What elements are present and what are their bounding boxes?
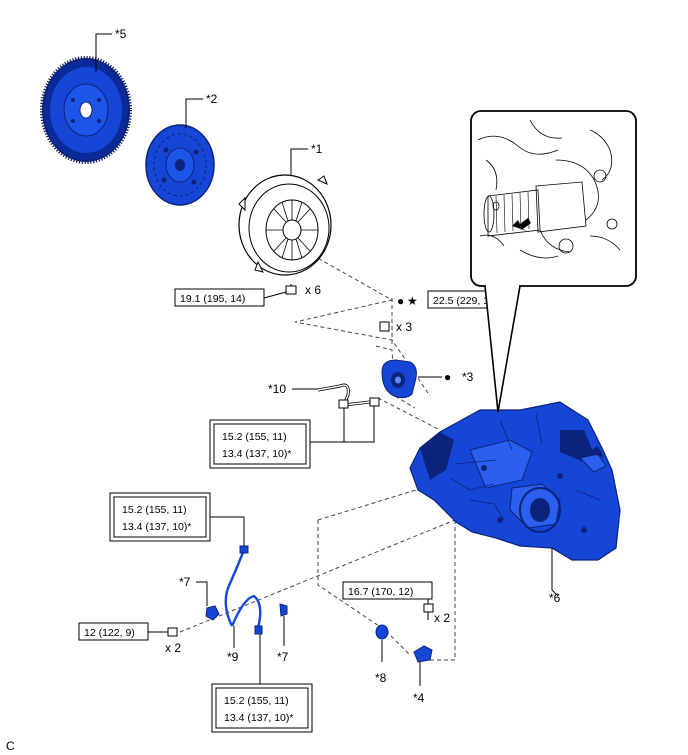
clutch-hose-part [224, 545, 263, 635]
detail-inset [470, 110, 637, 413]
torque-13-4-b: 13.4 (137, 10)* [122, 521, 191, 533]
clamp-part-a [205, 605, 220, 621]
torque-box-16-7 [342, 581, 433, 600]
torque-15-2-a: 15.2 (155, 11) [222, 431, 287, 443]
leader-1 [290, 148, 308, 176]
clutch-cover-part [238, 174, 332, 276]
torque-13-4-c: 13.4 (137, 10)* [224, 712, 293, 724]
figure-code: C [6, 739, 15, 753]
release-bolt [379, 321, 390, 332]
callout-6: *6 [549, 591, 561, 605]
qty-x3: x 3 [396, 320, 412, 334]
leader-torque-a1 [310, 408, 345, 443]
torque-12: 12 (122, 9) [84, 627, 135, 639]
dot-symbol-a: ● [397, 294, 404, 308]
arrow-icon [512, 218, 531, 231]
leader-7a [196, 581, 208, 606]
flywheel-part [40, 56, 132, 164]
clamp-bolt [167, 627, 178, 637]
clamp-part-b [279, 603, 288, 617]
torque-box-b-inner [113, 496, 207, 538]
torque-box-19-1 [174, 288, 265, 307]
callout-1: *1 [311, 142, 323, 156]
torque-15-2-b: 15.2 (155, 11) [122, 504, 187, 516]
torque-box-c-inner [215, 687, 309, 729]
leader-torque-a2 [344, 406, 375, 443]
callout-10: *10 [268, 382, 286, 396]
leader-torque-b [210, 516, 245, 548]
star-symbol: ★ [407, 294, 418, 308]
torque-19-1: 19.1 (195, 14) [180, 293, 245, 305]
qty-x6: x 6 [305, 283, 321, 297]
inset-pointer [484, 285, 521, 413]
qty-x2-left: x 2 [165, 641, 181, 655]
callout-3: *3 [462, 370, 474, 384]
transaxle-part [409, 401, 621, 561]
inset-linework [477, 119, 621, 259]
callout-2: *2 [206, 92, 218, 106]
callout-4: *4 [413, 691, 425, 705]
cover-bolt [285, 284, 297, 295]
callout-8: *8 [375, 671, 387, 685]
callout-7a: *7 [179, 575, 191, 589]
clutch-disc-part [145, 124, 215, 206]
clutch-pipe-part [317, 383, 380, 409]
dot-symbol-b: ● [444, 370, 451, 384]
torque-13-4-a: 13.4 (137, 10)* [222, 448, 291, 460]
torque-15-2-c: 15.2 (155, 11) [224, 695, 289, 707]
leader-2 [185, 98, 203, 128]
bracket-bolt [423, 603, 434, 620]
bracket-part [413, 645, 433, 663]
leader-6 [551, 548, 559, 597]
callout-5: *5 [115, 27, 127, 41]
qty-x2-right: x 2 [434, 611, 450, 625]
torque-box-a-inner [213, 423, 307, 465]
callout-7b: *7 [277, 650, 289, 664]
callout-9: *9 [227, 650, 239, 664]
torque-22-5: 22.5 (229, 17) [433, 295, 498, 307]
inset-frame [470, 110, 637, 287]
plug-part [375, 624, 389, 640]
leader-torque-19 [263, 291, 287, 299]
release-cylinder-part [381, 359, 417, 399]
torque-box-12 [78, 622, 149, 641]
torque-16-7: 16.7 (170, 12) [348, 586, 413, 598]
leader-5 [95, 33, 112, 72]
